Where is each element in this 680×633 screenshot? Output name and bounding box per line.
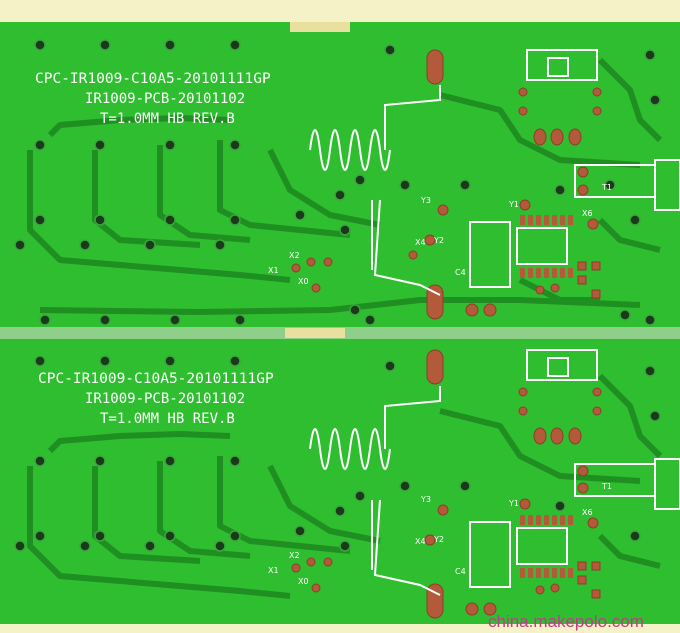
label-x4-lower: X4 [415,537,426,546]
board-id-line-1: CPC-IR1009-C10A5-20101111GP [35,71,271,87]
label-t1: T1 [601,183,612,192]
label-x6: X6 [582,209,593,218]
board-id-line-1-lower: CPC-IR1009-C10A5-20101111GP [38,371,274,387]
label-c4: C4 [455,268,466,277]
label-x2: X2 [289,251,300,260]
label-x1: X1 [268,266,279,275]
label-x2-lower: X2 [289,551,300,560]
pcb-panel-upper: CPC-IR1009-C10A5-20101111GP IR1009-PCB-2… [0,22,680,327]
label-y3-lower: Y3 [420,495,431,504]
label-x4: X4 [415,238,426,247]
label-c4-lower: C4 [455,567,466,576]
watermark-text: china.makepolo.com [488,612,644,631]
board-edge-bottom [0,624,680,633]
board-id-line-2: IR1009-PCB-20101102 [85,91,245,107]
label-t1-lower: T1 [601,482,612,491]
pcb-panel-lower: CPC-IR1009-C10A5-20101111GP IR1009-PCB-2… [0,339,680,633]
board-id-line-3: T=1.0MM HB REV.B [100,111,235,127]
label-y3: Y3 [420,196,431,205]
label-x6-lower: X6 [582,508,593,517]
board-id-line-2-lower: IR1009-PCB-20101102 [85,391,245,407]
label-y2: Y2 [433,236,444,245]
label-x0: X0 [298,277,309,286]
label-x1-lower: X1 [268,566,279,575]
label-y1: Y1 [508,200,519,209]
label-x0-lower: X0 [298,577,309,586]
board-id-line-3-lower: T=1.0MM HB REV.B [100,411,235,427]
label-y2-lower: Y2 [433,535,444,544]
label-y1-lower: Y1 [508,499,519,508]
